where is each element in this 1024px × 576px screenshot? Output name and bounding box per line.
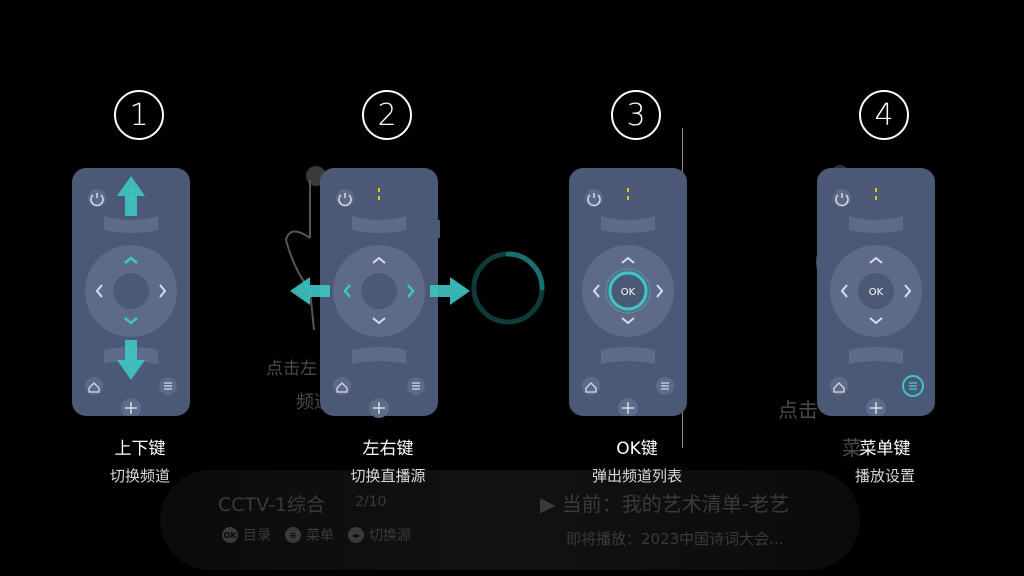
remote-control-illustration: OK (569, 168, 687, 416)
background-hint-menu: ≡ 菜单 (285, 525, 334, 545)
hint-label: 切换源 (369, 528, 411, 544)
left-right-badge-icon: ◂▸ (348, 527, 364, 543)
key-description: 切换直播源 (350, 467, 426, 485)
ok-badge-icon: OK (222, 527, 238, 543)
step-number-badge: 2 (362, 90, 412, 140)
hint-label: 目录 (243, 528, 271, 544)
background-hint-ok: OK 目录 (222, 525, 271, 545)
key-title: 菜单键 (859, 439, 911, 459)
step-number-badge: 1 (114, 90, 164, 140)
key-description: 弹出频道列表 (591, 467, 682, 485)
key-title: 左右键 (362, 439, 414, 459)
ok-label: OK (621, 287, 636, 298)
background-now-playing: ▶ 当前：我的艺术清单-老艺 (540, 492, 789, 516)
remote-control-illustration (72, 168, 190, 416)
key-description: 播放设置 (854, 467, 915, 485)
remote-control-illustration (290, 168, 470, 418)
background-channel-index: 2/10 (355, 494, 387, 510)
background-channel-name: CCTV-1综合 (218, 494, 325, 516)
background-hints: OK 目录 ≡ 菜单 ◂▸ 切换源 (222, 525, 411, 545)
key-description: 切换频道 (109, 467, 170, 485)
step-number-badge: 3 (611, 90, 661, 140)
loading-spinner-icon (471, 251, 545, 325)
background-tip: 菜 (842, 436, 862, 460)
now-playing-text: 当前：我的艺术清单-老艺 (561, 492, 789, 516)
step-number-badge: 4 (859, 90, 909, 140)
key-title: OK键 (616, 439, 658, 459)
background-tip: 点击 (778, 398, 818, 422)
channel-info-bar-background (160, 470, 860, 570)
key-title: 上下键 (114, 439, 166, 459)
ok-label: OK (869, 287, 884, 298)
remote-control-illustration: OK (817, 168, 935, 416)
background-up-next: 即将播放：2023中国诗词大会... (566, 530, 784, 548)
background-tip: 点击左 (266, 359, 317, 379)
background-hint-source: ◂▸ 切换源 (348, 525, 411, 545)
menu-badge-icon: ≡ (285, 527, 301, 543)
hint-label: 菜单 (306, 528, 334, 544)
